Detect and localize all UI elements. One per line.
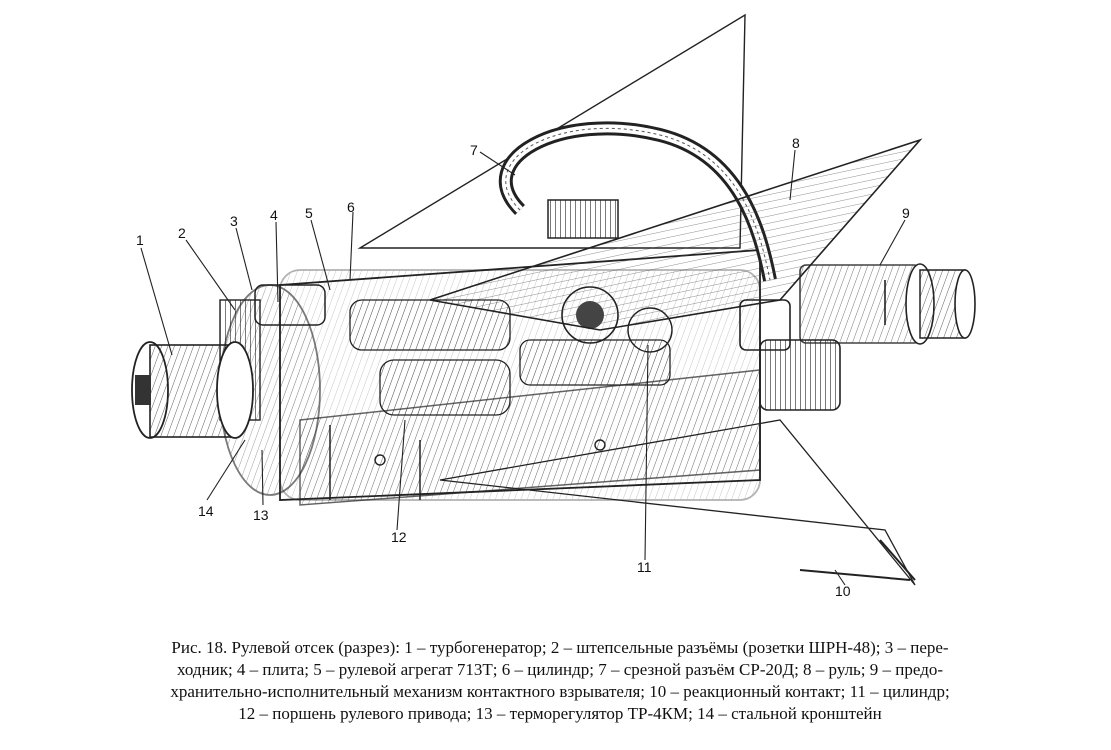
callout-12: 12 <box>391 529 407 545</box>
callout-2: 2 <box>178 225 186 241</box>
leader-lines <box>140 149 906 586</box>
callout-5: 5 <box>305 205 313 221</box>
callout-3: 3 <box>230 213 238 229</box>
rudder-compartment-diagram: 1 2 3 4 5 6 7 8 9 10 11 12 13 14 <box>131 13 976 599</box>
caption-line: Рис. 18. Рулевой отсек (разрез): 1 – тур… <box>171 638 949 657</box>
callout-14: 14 <box>198 503 214 519</box>
callout-7: 7 <box>470 142 478 158</box>
figure-caption: Рис. 18. Рулевой отсек (разрез): 1 – тур… <box>90 637 1030 725</box>
callout-6: 6 <box>347 199 355 215</box>
caption-line: 12 – поршень рулевого привода; 13 – терм… <box>238 704 882 723</box>
callout-9: 9 <box>902 205 910 221</box>
callout-11: 11 <box>637 559 652 575</box>
turbogenerator <box>131 341 254 439</box>
callout-4: 4 <box>270 207 278 223</box>
caption-line: хранительно-исполнительный механизм конт… <box>170 682 950 701</box>
caption-line: ходник; 4 – плита; 5 – рулевой агрегат 7… <box>176 660 944 679</box>
callout-1: 1 <box>136 232 144 248</box>
callout-13: 13 <box>253 507 269 523</box>
callout-8: 8 <box>792 135 800 151</box>
contact-fuse-mechanism <box>799 263 976 345</box>
callout-10: 10 <box>835 583 851 599</box>
